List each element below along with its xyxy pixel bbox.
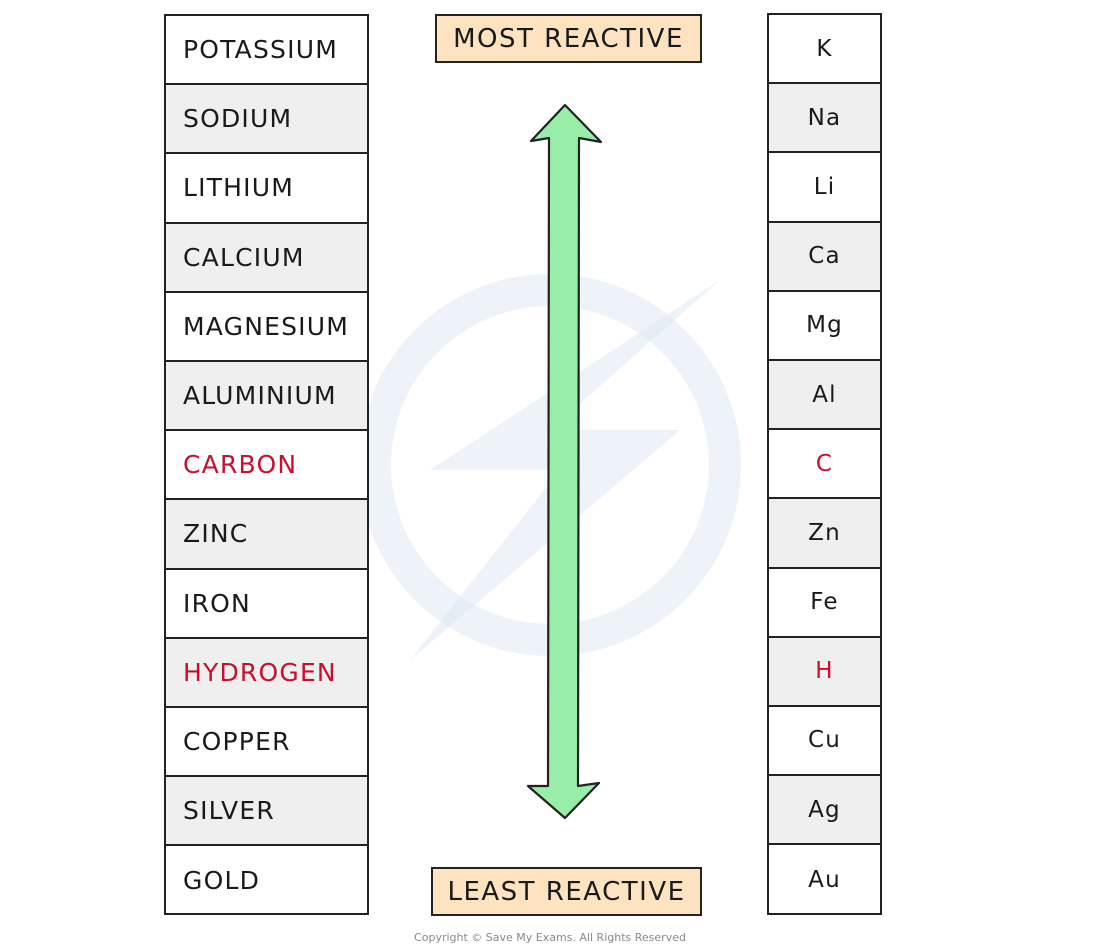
element-name-row: HYDROGEN [166,638,367,708]
element-name-row: CARBON [166,431,367,501]
element-symbol: Cu [807,727,842,754]
element-name-row: POTASSIUM [166,16,367,86]
element-name-row: LITHIUM [166,154,367,224]
element-name: IRON [183,588,251,618]
element-symbol: C [815,450,834,477]
element-symbol: Ca [808,243,841,270]
element-symbol-row: Cu [769,707,880,777]
element-symbol: H [815,658,834,685]
least-reactive-label: LEAST REACTIVE [431,867,702,916]
element-name: COPPER [183,726,291,756]
element-name-row: SILVER [166,777,367,847]
element-name-row: CALCIUM [166,223,367,293]
element-name-row: COPPER [166,708,367,778]
element-name: ALUMINIUM [183,381,337,411]
element-symbol-row: Ag [769,776,880,846]
element-name: ZINC [183,519,249,549]
copyright-notice: Copyright © Save My Exams. All Rights Re… [414,931,686,944]
arrow-shape [526,103,603,820]
element-symbol: Li [813,173,836,200]
element-name-row: MAGNESIUM [166,293,367,362]
element-name-row: GOLD [166,846,367,915]
element-name: GOLD [183,866,261,896]
element-name-column: POTASSIUM SODIUM LITHIUM CALCIUM MAGNESI… [164,14,369,915]
element-symbol: Zn [808,519,841,546]
least-reactive-text: LEAST REACTIVE [447,876,686,907]
element-symbol-row: Zn [769,499,880,569]
element-name-row: SODIUM [166,85,367,155]
element-symbol-row: Al [769,360,880,431]
element-name: CALCIUM [183,242,305,272]
element-name-row: IRON [166,570,367,639]
element-name-row: ZINC [166,500,367,570]
element-name: LITHIUM [183,173,295,203]
element-symbol-row: Ca [769,222,880,292]
element-symbol-row: K [769,15,880,85]
element-symbol-row: C [769,430,880,500]
element-name: POTASSIUM [183,35,338,65]
element-symbol-row: Au [769,845,880,914]
element-symbol: Mg [806,312,843,339]
element-name: SILVER [183,796,275,826]
most-reactive-label: MOST REACTIVE [435,14,702,63]
element-symbol: Au [808,866,841,893]
element-symbol-row: H [769,637,880,707]
reactivity-double-arrow [526,103,603,820]
element-symbol-row: Fe [769,569,880,638]
element-symbol-row: Na [769,84,880,154]
element-name: CARBON [183,450,298,480]
element-name: MAGNESIUM [183,311,350,341]
element-symbol: Ag [808,796,841,823]
element-name: HYDROGEN [183,657,337,687]
element-symbol: Na [807,104,842,131]
element-name-row: ALUMINIUM [166,361,367,432]
element-name: SODIUM [183,104,293,134]
element-symbol: K [816,35,833,62]
element-symbol-column: K Na Li Ca Mg Al C Zn Fe H Cu Ag Au [767,13,882,915]
element-symbol: Al [812,381,837,408]
element-symbol: Fe [810,589,839,616]
element-symbol-row: Mg [769,292,880,361]
most-reactive-text: MOST REACTIVE [453,23,684,54]
element-symbol-row: Li [769,153,880,223]
